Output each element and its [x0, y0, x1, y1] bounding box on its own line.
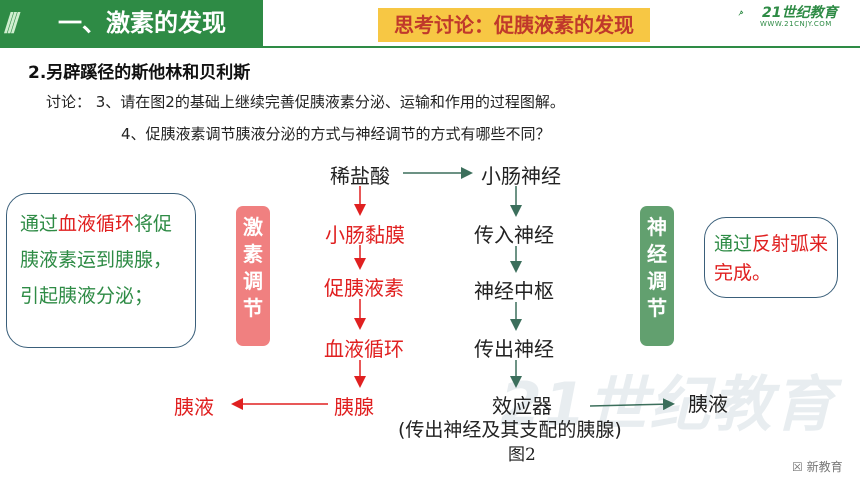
section-header-bar	[0, 0, 263, 46]
hormone-answer-rest: 将促胰液素运到胰腺，引起胰液分泌；	[20, 213, 173, 307]
subtitle: 2.另辟蹊径的斯他林和贝利斯	[28, 63, 251, 83]
node-center: 神经中枢	[474, 279, 554, 303]
node-hcl: 稀盐酸	[330, 164, 390, 188]
node-mucosa: 小肠黏膜	[325, 223, 405, 247]
figure-caption: 图2	[508, 445, 536, 465]
nerve-answer-rest: 来完成。	[714, 233, 829, 284]
discussion-question-4: 4、促胰液素调节胰液分泌的方式与神经调节的方式有哪些不同？	[121, 125, 551, 143]
footer-brand: ☒ 新教育	[792, 458, 843, 475]
hormone-answer-bubble	[6, 193, 196, 348]
header-divider	[0, 46, 860, 48]
logo-runner-icon	[738, 10, 744, 16]
nerve-answer-highlight: 反射弧	[752, 233, 810, 255]
hormone-answer-highlight: 血液循环	[58, 213, 135, 235]
hormone-regulation-label: 激素调节	[236, 206, 270, 346]
node-pancreas: 胰腺	[334, 395, 374, 419]
hormone-answer-text: 通过血液循环将促胰液素运到胰腺，引起胰液分泌；	[20, 206, 190, 314]
node-blood: 血液循环	[324, 337, 404, 361]
node-juice-left: 胰液	[174, 395, 214, 419]
section-title: 一、激素的发现	[58, 9, 226, 37]
node-afferent: 传入神经	[474, 223, 554, 247]
nerve-answer-prefix: 通过	[714, 233, 753, 255]
node-efferent: 传出神经	[474, 337, 554, 361]
footer-brand-text: 新教育	[806, 460, 843, 474]
hormone-answer-prefix: 通过	[20, 213, 59, 235]
node-juice-right: 胰液	[688, 392, 728, 416]
logo-text: 21世纪教育	[762, 5, 838, 21]
footer-logo-icon: ☒	[792, 460, 807, 474]
nerve-answer-bubble	[704, 217, 838, 298]
chevron-icon: ///	[4, 8, 21, 38]
topic-title: 思考讨论：促胰液素的发现	[378, 8, 650, 42]
node-effector: 效应器	[492, 394, 552, 418]
discussion-question-3: 讨论： 3、请在图2的基础上继续完善促胰液素分泌、运输和作用的过程图解。	[46, 93, 565, 111]
node-secretin: 促胰液素	[324, 276, 404, 300]
logo-url: WWW.21CNJY.COM	[760, 20, 832, 28]
nerve-regulation-label: 神经调节	[640, 206, 674, 346]
effector-note: (传出神经及其支配的胰腺)	[398, 419, 622, 441]
node-intestinal-nerve: 小肠神经	[481, 164, 561, 188]
nerve-answer-text: 通过反射弧来完成。	[714, 230, 834, 288]
